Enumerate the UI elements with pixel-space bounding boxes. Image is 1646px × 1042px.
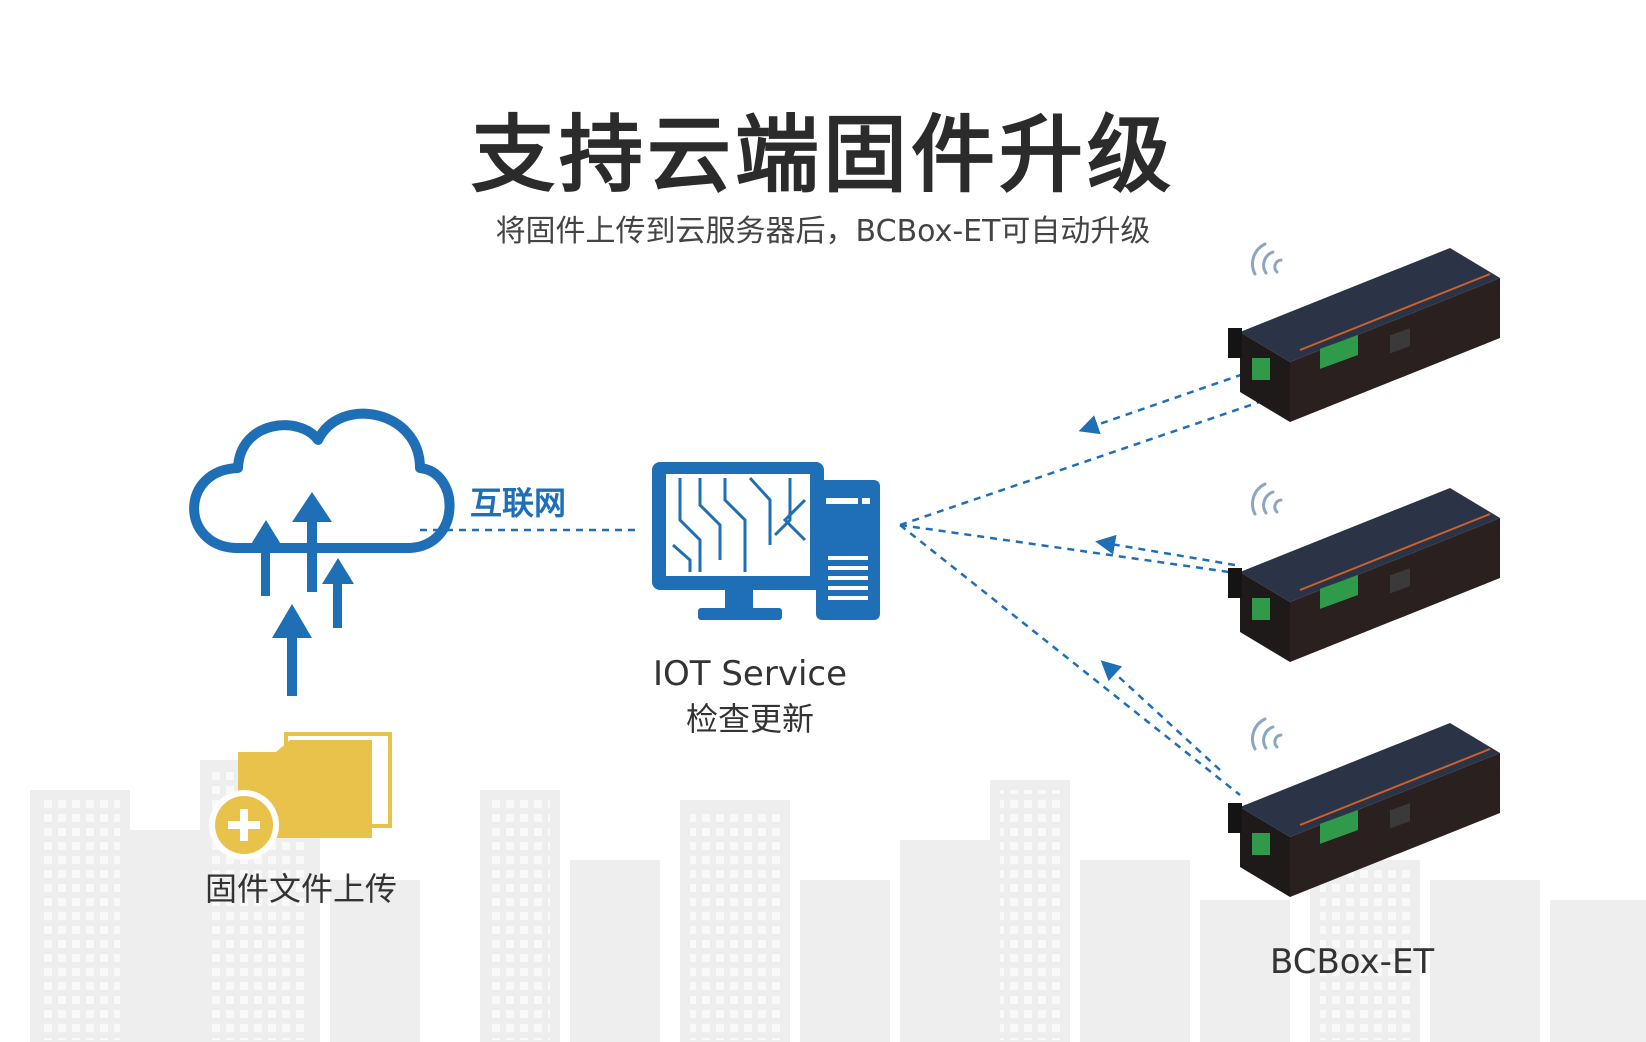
page-subtitle: 将固件上传到云服务器后，BCBox-ET可自动升级 bbox=[495, 214, 1151, 249]
terminal-block bbox=[1252, 598, 1270, 620]
orange-stripe bbox=[1299, 513, 1491, 591]
ethernet-port bbox=[1390, 568, 1410, 594]
device-top bbox=[1240, 488, 1500, 602]
device-top bbox=[1240, 723, 1500, 837]
internet-label: 互联网 bbox=[470, 484, 567, 522]
page-title: 支持云端固件升级 bbox=[470, 106, 1175, 204]
firmware-upload-label: 固件文件上传 bbox=[205, 870, 398, 908]
devices-layer bbox=[1228, 242, 1500, 897]
wifi-icon bbox=[1251, 482, 1283, 516]
wifi-icon bbox=[1251, 242, 1283, 276]
device-unit bbox=[1228, 717, 1500, 897]
mount-ear bbox=[1228, 803, 1242, 833]
mount-ear bbox=[1228, 568, 1242, 598]
device-top bbox=[1240, 248, 1500, 362]
iot-service-label: IOT Service bbox=[652, 654, 848, 694]
skyline-windows bbox=[40, 770, 1410, 1040]
terminal-block bbox=[1252, 358, 1270, 380]
device-unit bbox=[1228, 482, 1500, 662]
terminal-block bbox=[1320, 810, 1358, 844]
connection-lines bbox=[420, 368, 1281, 796]
check-update-label: 检查更新 bbox=[685, 700, 814, 738]
cloud-upload-icon bbox=[189, 408, 455, 696]
terminal-block bbox=[1320, 335, 1358, 369]
device-unit bbox=[1228, 242, 1500, 422]
wifi-icon bbox=[1251, 717, 1283, 751]
terminal-block bbox=[1320, 575, 1358, 609]
computer-icon bbox=[652, 462, 880, 620]
mount-ear bbox=[1228, 328, 1242, 358]
ethernet-port bbox=[1390, 328, 1410, 354]
folder-add-icon bbox=[209, 732, 392, 860]
orange-stripe bbox=[1299, 273, 1491, 351]
device-label: BCBox-ET bbox=[1270, 942, 1435, 982]
ethernet-port bbox=[1390, 803, 1410, 829]
terminal-block bbox=[1252, 833, 1270, 855]
orange-stripe bbox=[1299, 748, 1491, 826]
